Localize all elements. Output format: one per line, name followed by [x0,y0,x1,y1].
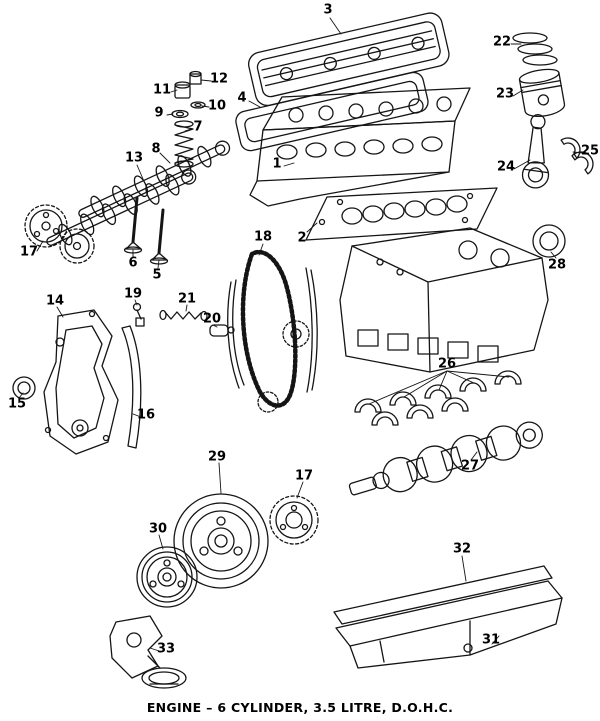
part-callout-33[interactable]: 33 [156,641,176,657]
part-callout-6[interactable]: 6 [128,255,138,271]
part-callout-31[interactable]: 31 [481,632,501,648]
part-callout-25[interactable]: 25 [580,143,600,159]
part-callout-21[interactable]: 21 [177,291,197,307]
part-callout-22[interactable]: 22 [492,34,512,50]
part-camshaft-sprockets [24,204,95,264]
part-piston-rings [512,32,558,66]
part-callout-5[interactable]: 5 [152,267,162,283]
part-front-seal [12,376,36,400]
part-engine-block [339,227,549,373]
part-callout-23[interactable]: 23 [495,86,515,102]
part-callout-19[interactable]: 19 [123,286,143,302]
part-oil-pan [335,580,563,669]
part-crankshaft-hub [269,495,319,545]
part-callout-10[interactable]: 10 [207,98,227,114]
part-callout-18[interactable]: 18 [253,229,273,245]
part-callout-20[interactable]: 20 [202,311,222,327]
part-callout-32[interactable]: 32 [452,541,472,557]
part-callout-2[interactable]: 2 [297,230,307,246]
part-callout-3[interactable]: 3 [323,2,333,18]
part-head-gasket [305,187,498,241]
part-oil-pan-gasket [333,565,553,625]
part-connecting-rod [521,114,550,189]
part-rod-bearings [560,137,594,175]
part-rear-main-seal [532,224,566,258]
part-crankshaft [348,421,543,496]
part-callout-15[interactable]: 15 [7,396,27,412]
part-oil-pump [109,615,187,689]
part-callout-30[interactable]: 30 [148,521,168,537]
part-callout-1[interactable]: 1 [272,156,282,172]
part-callout-11[interactable]: 11 [152,82,172,98]
part-callout-17-hub[interactable]: 17 [294,468,314,484]
part-vibration-damper [173,493,269,589]
part-callout-16[interactable]: 16 [136,407,156,423]
part-timing-cover [43,309,119,455]
part-callout-8[interactable]: 8 [151,141,161,157]
part-callout-29[interactable]: 29 [207,449,227,465]
part-callout-24[interactable]: 24 [496,159,516,175]
part-callout-27[interactable]: 27 [460,458,480,474]
part-callout-13[interactable]: 13 [124,150,144,166]
part-timing-cover-gasket [121,325,142,449]
part-tensioner [132,302,235,337]
part-callout-9[interactable]: 9 [154,105,164,121]
part-camshaft-lower [46,169,197,246]
part-piston [518,68,566,118]
part-callout-4[interactable]: 4 [237,90,247,106]
part-callout-14[interactable]: 14 [45,293,65,309]
part-valvetrain-small [171,70,206,168]
part-callout-12[interactable]: 12 [209,71,229,87]
part-valves [123,196,169,265]
leader-lines [18,17,583,652]
part-timing-chain [227,250,318,413]
part-crankshaft-pulley [136,546,198,608]
part-callout-7[interactable]: 7 [193,119,203,135]
part-cylinder-head [249,87,471,207]
part-main-bearings [354,370,522,426]
diagram-caption: ENGINE – 6 CYLINDER, 3.5 LITRE, D.O.H.C. [146,700,454,715]
part-callout-17-sprockets[interactable]: 17 [19,244,39,260]
part-callout-28[interactable]: 28 [547,257,567,273]
part-callout-26[interactable]: 26 [437,356,457,372]
